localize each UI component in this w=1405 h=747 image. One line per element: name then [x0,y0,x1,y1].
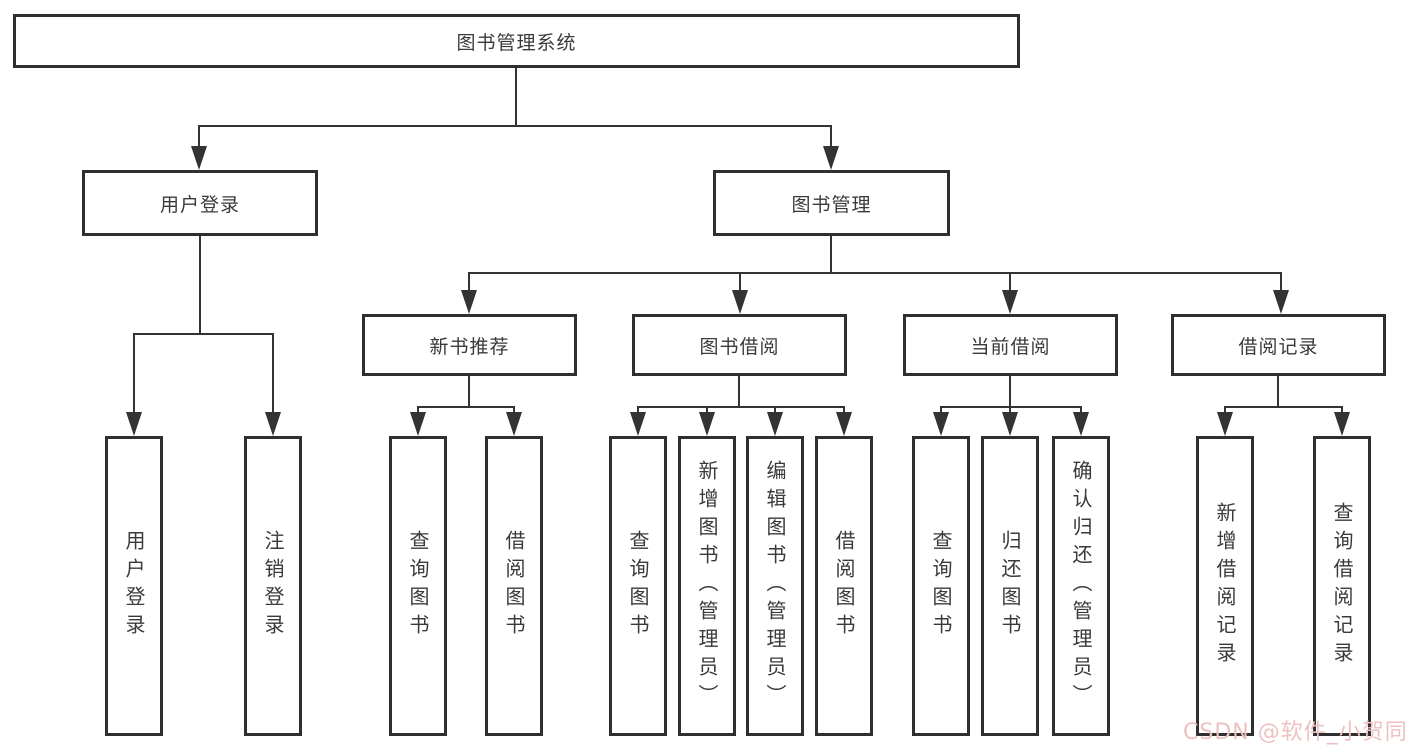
connector-nbr-stem [468,376,470,406]
connector-bb-dropline-1 [637,406,639,416]
connector-book-mgmt-dropline-1 [468,272,470,292]
connector-root-bar [198,125,832,127]
arrow-down-icon [410,412,426,436]
connector-cb-dropline-2 [1009,406,1011,416]
connector-root-dropline-left [198,125,200,150]
connector-bb-bar [637,406,844,408]
csdn-watermark: CSDN @软件_小贺同学 [1183,720,1405,745]
leaf-bb-add-books-admin: 新增图书（管理员） [678,436,736,736]
leaf-bb-query-books-label: 查询图书 [626,530,650,642]
leaf-logout-login-label: 注销登录 [261,530,285,642]
leaf-br-query-record-label: 查询借阅记录 [1330,502,1354,670]
arrow-down-icon [1273,290,1289,314]
node-library-system: 图书管理系统 [13,14,1020,68]
leaf-nbr-query-books: 查询图书 [389,436,447,736]
connector-cb-dropline-1 [940,406,942,416]
arrow-down-icon [767,412,783,436]
node-borrowing-records-label: 借阅记录 [1238,335,1319,358]
arrow-down-icon [191,146,207,170]
leaf-cb-return-books: 归还图书 [981,436,1039,736]
arrow-down-icon [506,412,522,436]
leaf-user-login: 用户登录 [105,436,163,736]
connector-cb-dropline-3 [1080,406,1082,416]
arrow-down-icon [126,412,142,436]
connector-bb-dropline-3 [774,406,776,416]
node-book-borrowing-label: 图书借阅 [699,335,780,358]
leaf-cb-query-books-label: 查询图书 [929,530,953,642]
leaf-nbr-query-books-label: 查询图书 [406,530,430,642]
node-user-login-label: 用户登录 [159,193,240,216]
leaf-bb-query-books: 查询图书 [609,436,667,736]
connector-user-login-dropline-2 [272,333,274,413]
node-borrowing-records: 借阅记录 [1171,314,1386,376]
leaf-bb-borrow-books: 借阅图书 [815,436,873,736]
arrow-down-icon [630,412,646,436]
connector-bb-dropline-2 [706,406,708,416]
leaf-logout-login: 注销登录 [244,436,302,736]
connector-br-dropline-1 [1224,406,1226,416]
connector-bb-dropline-4 [843,406,845,416]
arrow-down-icon [1334,412,1350,436]
connector-book-mgmt-dropline-3 [1009,272,1011,292]
node-book-borrowing: 图书借阅 [632,314,847,376]
connector-nbr-bar [417,406,514,408]
leaf-nbr-borrow-books: 借阅图书 [485,436,543,736]
connector-book-mgmt-stem [830,236,832,272]
leaf-br-add-record-label: 新增借阅记录 [1213,502,1237,670]
leaf-nbr-borrow-books-label: 借阅图书 [502,530,526,642]
node-current-borrowing-label: 当前借阅 [970,335,1051,358]
arrow-down-icon [1073,412,1089,436]
arrow-down-icon [732,290,748,314]
arrow-down-icon [1217,412,1233,436]
connector-cb-stem [1009,376,1011,406]
leaf-cb-return-books-label: 归还图书 [998,530,1022,642]
leaf-bb-borrow-books-label: 借阅图书 [832,530,856,642]
arrow-down-icon [1002,412,1018,436]
leaf-bb-add-books-admin-label: 新增图书（管理员） [695,460,719,712]
arrow-down-icon [836,412,852,436]
leaf-cb-confirm-return-admin-label: 确认归还（管理员） [1069,460,1093,712]
arrow-down-icon [933,412,949,436]
connector-bb-stem [738,376,740,406]
leaf-user-login-label: 用户登录 [122,530,146,642]
node-user-login: 用户登录 [82,170,318,236]
connector-nbr-dropline-1 [417,406,419,416]
leaf-bb-edit-books-admin-label: 编辑图书（管理员） [763,460,787,712]
connector-root-dropline-right [830,125,832,150]
node-new-book-recommend-label: 新书推荐 [429,335,510,358]
connector-user-login-dropline-1 [133,333,135,413]
leaf-cb-confirm-return-admin: 确认归还（管理员） [1052,436,1110,736]
connector-book-mgmt-bar [468,272,1281,274]
node-new-book-recommend: 新书推荐 [362,314,577,376]
arrow-down-icon [1002,290,1018,314]
connector-user-login-bar [133,333,274,335]
connector-root-stem [515,68,517,125]
leaf-cb-query-books: 查询图书 [912,436,970,736]
arrow-down-icon [699,412,715,436]
connector-user-login-stem [199,236,201,333]
leaf-br-add-record: 新增借阅记录 [1196,436,1254,736]
connector-nbr-dropline-2 [513,406,515,416]
connector-br-bar [1224,406,1342,408]
arrow-down-icon [823,146,839,170]
arrow-down-icon [461,290,477,314]
connector-book-mgmt-dropline-2 [739,272,741,292]
node-current-borrowing: 当前借阅 [903,314,1118,376]
arrow-down-icon [265,412,281,436]
connector-book-mgmt-dropline-4 [1280,272,1282,292]
node-book-management: 图书管理 [713,170,950,236]
leaf-br-query-record: 查询借阅记录 [1313,436,1371,736]
node-book-management-label: 图书管理 [791,193,872,216]
leaf-bb-edit-books-admin: 编辑图书（管理员） [746,436,804,736]
connector-br-stem [1277,376,1279,406]
node-library-system-label: 图书管理系统 [456,31,577,54]
connector-br-dropline-2 [1341,406,1343,416]
